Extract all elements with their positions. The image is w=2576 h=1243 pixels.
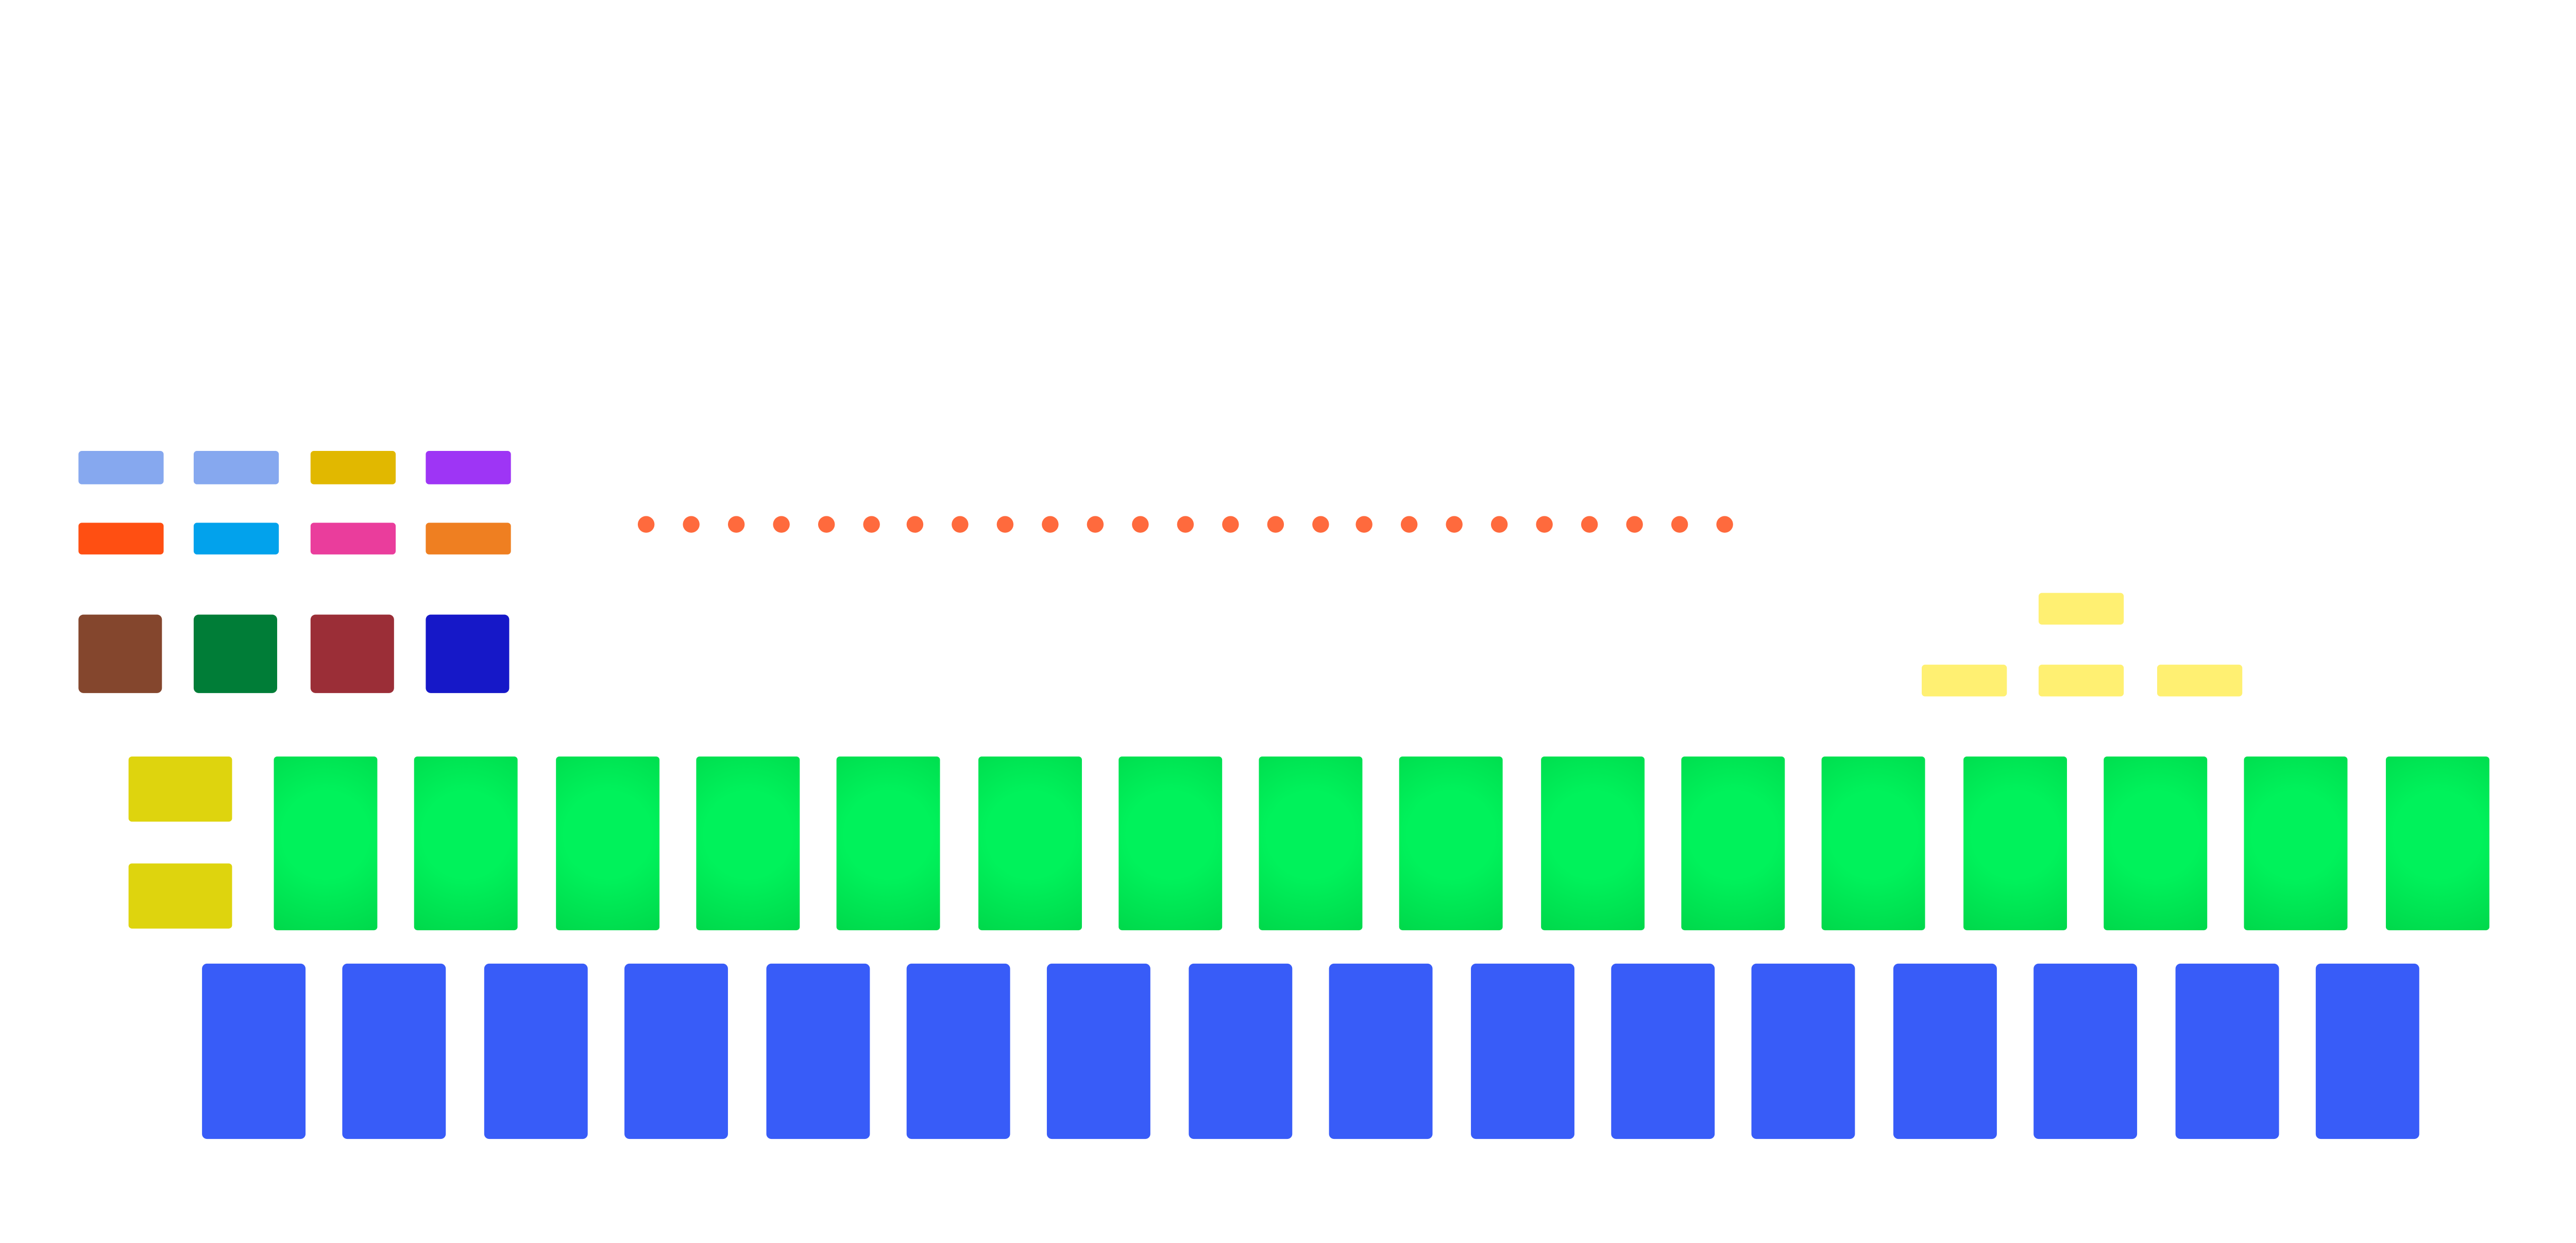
dot-marker[interactable] — [1401, 516, 1418, 533]
green-pad[interactable] — [696, 757, 800, 931]
swatch-maroon[interactable] — [310, 614, 394, 693]
blue-pad[interactable] — [1329, 963, 1433, 1139]
dot-marker[interactable] — [1131, 516, 1149, 533]
green-pad[interactable] — [1962, 757, 2066, 931]
green-pad[interactable] — [2385, 757, 2489, 931]
green-pad[interactable] — [414, 757, 518, 931]
yellow-chip[interactable] — [2038, 593, 2124, 625]
green-pad[interactable] — [1399, 757, 1503, 931]
green-pad[interactable] — [977, 757, 1081, 931]
blue-pad[interactable] — [2175, 963, 2279, 1139]
green-pad[interactable] — [274, 757, 378, 931]
dot-marker[interactable] — [637, 516, 655, 533]
green-pad[interactable] — [837, 757, 941, 931]
yellow-chip[interactable] — [2038, 664, 2124, 697]
swatch-pink[interactable] — [310, 523, 396, 555]
green-pad[interactable] — [555, 757, 659, 931]
green-pad[interactable] — [1259, 757, 1363, 931]
dot-marker[interactable] — [1222, 516, 1239, 533]
yellow-chip[interactable] — [1922, 664, 2007, 697]
dot-marker[interactable] — [1356, 516, 1374, 533]
blue-pad[interactable] — [2033, 963, 2138, 1139]
swatch-brown[interactable] — [78, 614, 162, 693]
green-pad[interactable] — [1118, 757, 1222, 931]
dot-marker[interactable] — [1087, 516, 1104, 533]
green-pad[interactable] — [1681, 757, 1785, 931]
swatch-purple[interactable] — [426, 450, 511, 484]
blue-pad[interactable] — [766, 963, 870, 1139]
dot-marker[interactable] — [1491, 516, 1508, 533]
side-pad[interactable] — [128, 757, 232, 822]
dot-marker[interactable] — [907, 516, 924, 533]
dot-marker[interactable] — [1625, 516, 1643, 533]
swatch-sky-blue[interactable] — [193, 523, 279, 555]
blue-pad[interactable] — [906, 963, 1010, 1139]
blue-pad[interactable] — [624, 963, 728, 1139]
blue-pad[interactable] — [1893, 963, 1997, 1139]
green-pad[interactable] — [2244, 757, 2348, 931]
swatch-royal-blue[interactable] — [426, 614, 510, 693]
side-pad[interactable] — [128, 863, 232, 929]
blue-pad[interactable] — [1611, 963, 1715, 1139]
swatch-light-blue-2[interactable] — [193, 450, 279, 484]
blue-pad[interactable] — [2315, 963, 2419, 1139]
dot-marker[interactable] — [772, 516, 789, 533]
dot-marker[interactable] — [1716, 516, 1733, 533]
swatch-light-blue-1[interactable] — [78, 450, 164, 484]
blue-pad[interactable] — [484, 963, 588, 1139]
green-pad[interactable] — [1822, 757, 1926, 931]
blue-pad[interactable] — [1188, 963, 1292, 1139]
dot-marker[interactable] — [1177, 516, 1194, 533]
blue-pad[interactable] — [1470, 963, 1574, 1139]
blue-pad[interactable] — [202, 963, 306, 1139]
dot-marker[interactable] — [1670, 516, 1688, 533]
yellow-chip[interactable] — [2157, 664, 2243, 697]
dot-marker[interactable] — [1311, 516, 1328, 533]
dot-marker[interactable] — [1536, 516, 1553, 533]
blue-pad[interactable] — [1752, 963, 1856, 1139]
green-pad[interactable] — [2103, 757, 2207, 931]
dot-marker[interactable] — [1446, 516, 1463, 533]
blue-pad[interactable] — [1047, 963, 1151, 1139]
green-pad[interactable] — [1540, 757, 1645, 931]
dot-marker[interactable] — [817, 516, 835, 533]
dot-marker[interactable] — [727, 516, 744, 533]
swatch-orange[interactable] — [426, 523, 511, 555]
dot-marker[interactable] — [952, 516, 969, 533]
dot-marker[interactable] — [862, 516, 879, 533]
dot-marker[interactable] — [997, 516, 1014, 533]
swatch-gold[interactable] — [310, 450, 396, 484]
blue-pad[interactable] — [343, 963, 447, 1139]
swatch-red-orange[interactable] — [78, 523, 164, 555]
dot-marker[interactable] — [683, 516, 700, 533]
dot-marker[interactable] — [1042, 516, 1059, 533]
dot-marker[interactable] — [1581, 516, 1598, 533]
dot-marker[interactable] — [1266, 516, 1283, 533]
swatch-dark-green[interactable] — [193, 614, 277, 693]
